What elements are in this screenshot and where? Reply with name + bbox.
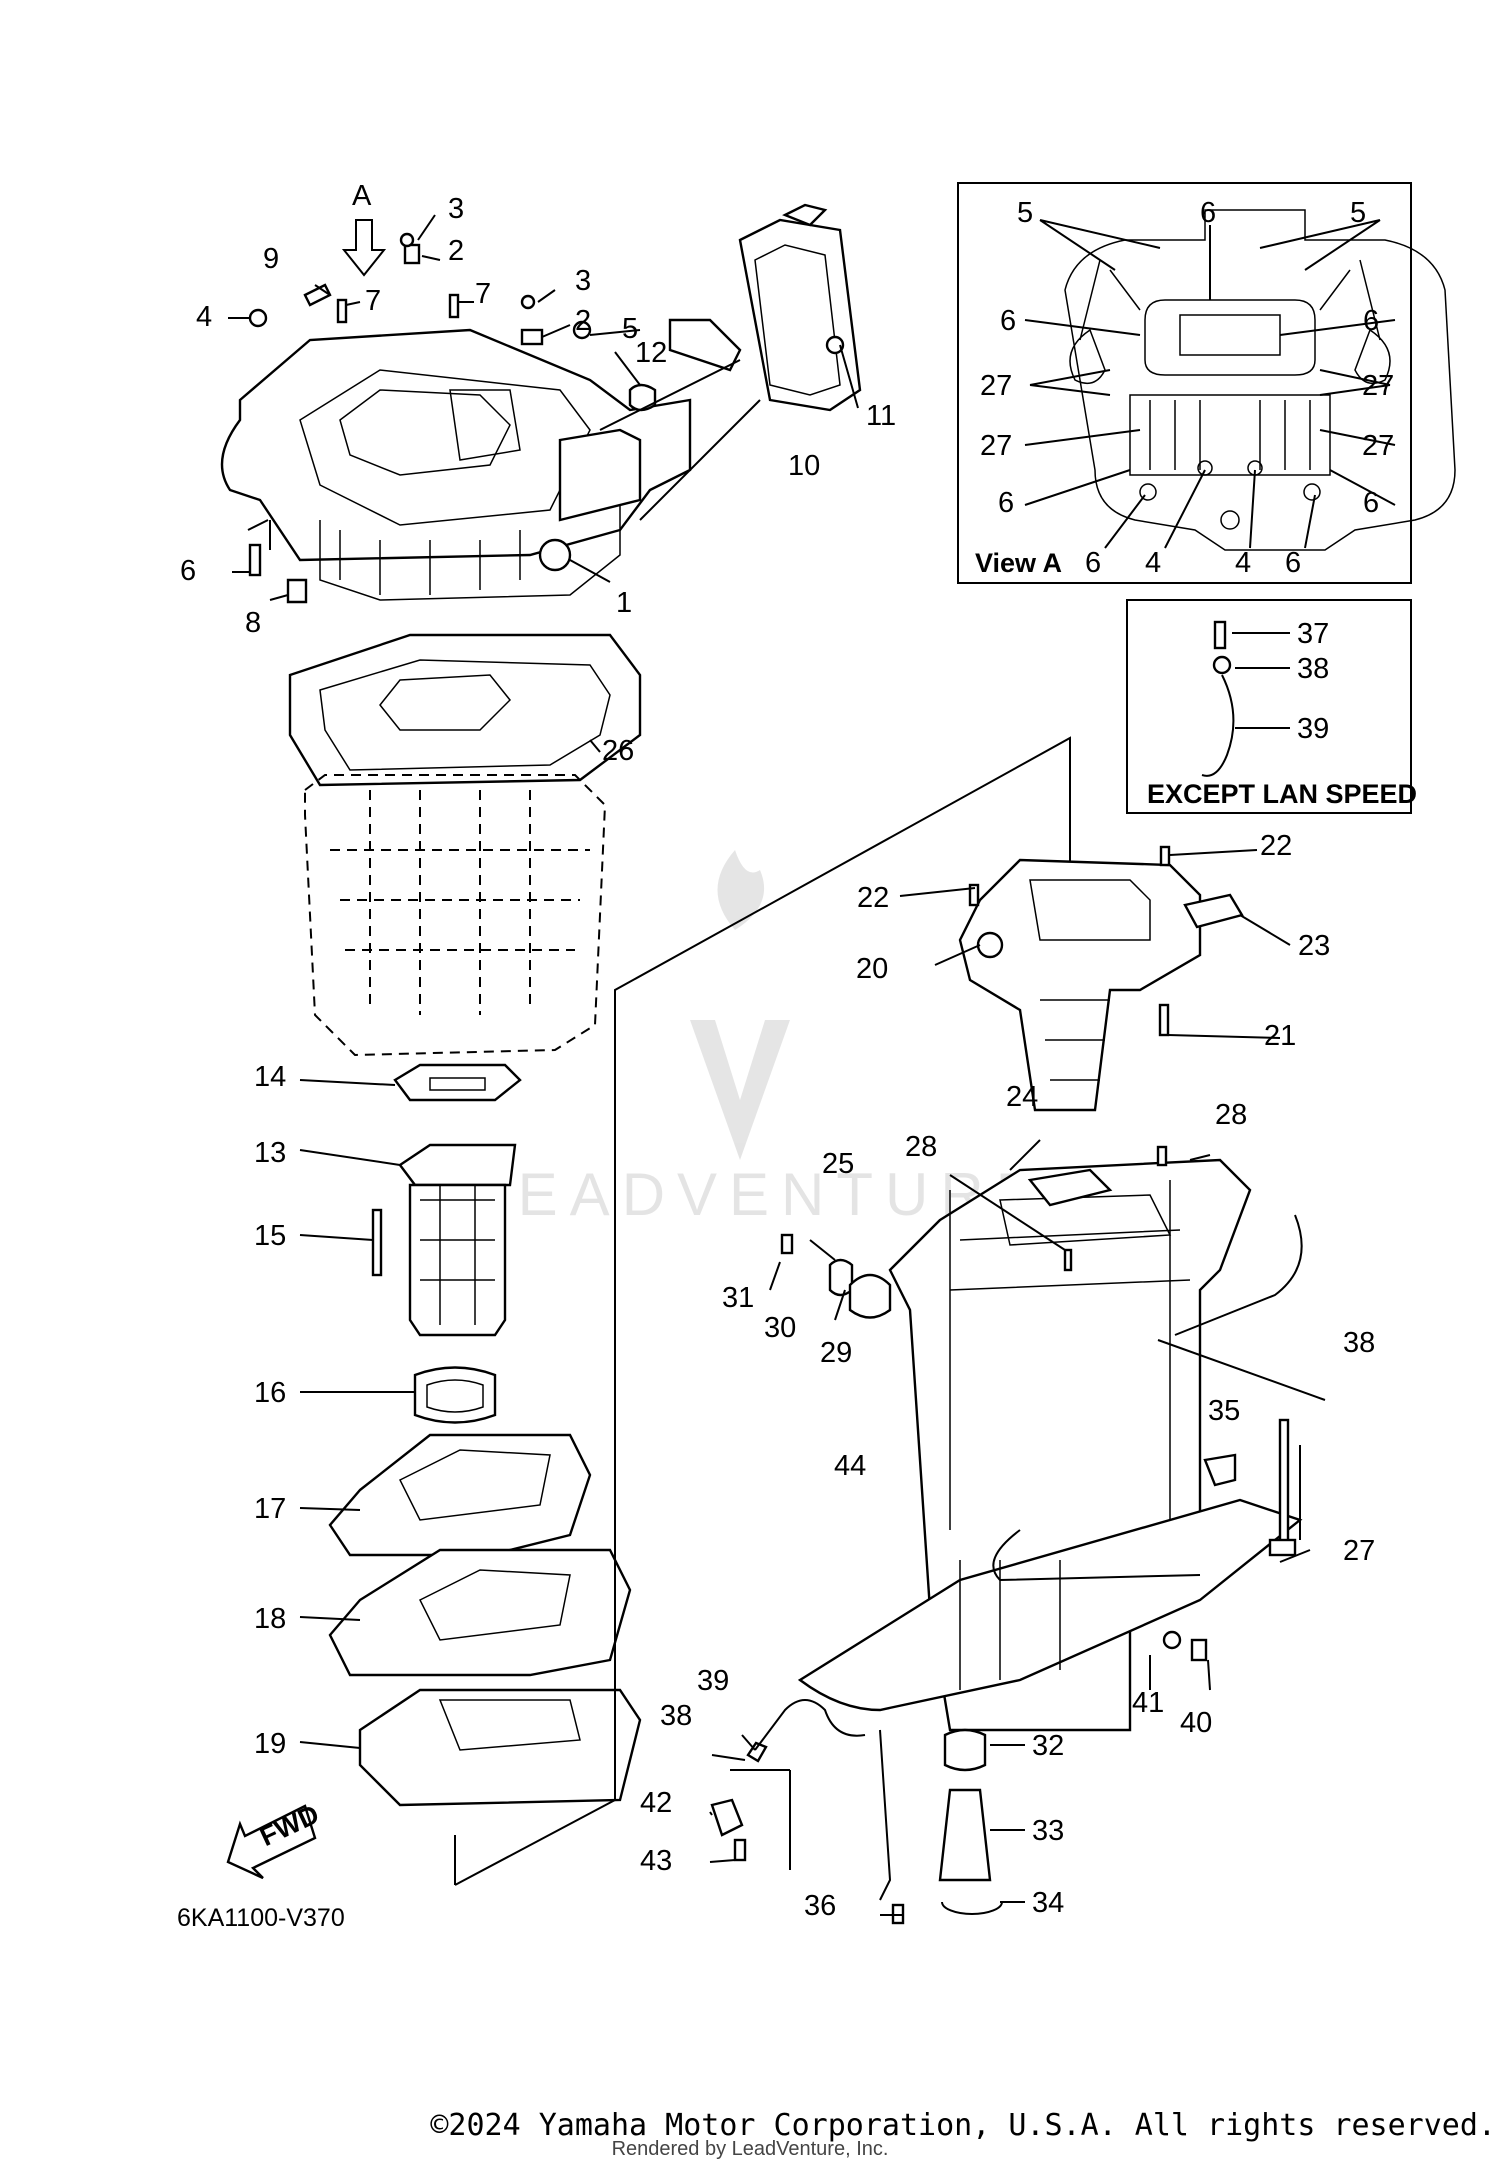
callout-39b: 39: [1297, 713, 1329, 745]
callout-39a: 39: [697, 1665, 729, 1697]
callout-18: 18: [254, 1603, 286, 1635]
callout-14: 14: [254, 1061, 286, 1093]
callout-20: 20: [856, 953, 888, 985]
callout-22a: 22: [857, 882, 889, 914]
callout-3a: 3: [448, 193, 464, 225]
rendered-by-note: Rendered by LeadVenture, Inc.: [611, 2138, 889, 2160]
callout-11: 11: [866, 400, 896, 432]
callout-36: 36: [804, 1890, 836, 1922]
callout-7b: 7: [475, 278, 491, 310]
callout-7a: 7: [365, 285, 381, 317]
gasket-and-oil-pan: 26: [288, 633, 642, 1057]
inset-caption: EXCEPT LAN SPEED: [1147, 779, 1417, 809]
callout-8: 8: [245, 607, 261, 639]
callout-10: 10: [788, 450, 820, 482]
exhaust-stack: 14 13 15 16 17 18 19: [254, 1061, 642, 1807]
callout-35: 35: [1208, 1395, 1240, 1427]
exhaust-guide-assembly: 22 22 20 23 21: [856, 830, 1330, 1112]
callout-33: 33: [1032, 1815, 1064, 1847]
callout-2a: 2: [448, 235, 464, 267]
callout-40: 40: [1180, 1707, 1212, 1739]
callout-v27l1: 27: [980, 370, 1012, 402]
watermark-logo: LEADVENTURE: [472, 850, 1047, 1228]
callout-26: 26: [602, 735, 634, 767]
callout-4: 4: [196, 301, 212, 333]
callout-34: 34: [1032, 1887, 1064, 1919]
upper-casing-assembly: 24 28 25 28 31 30 29 38 35 27 44: [722, 1081, 1375, 1732]
upper-case-assembly: A: [180, 180, 896, 639]
view-a-inset: 5 6 5 6 6 27 27 27 27 6 6 View A 6 4 4 6: [957, 182, 1456, 584]
callout-22b: 22: [1260, 830, 1292, 862]
callout-16: 16: [254, 1377, 286, 1409]
callout-v6b2: 6: [1285, 547, 1301, 579]
callout-25: 25: [822, 1148, 854, 1180]
fwd-arrow-icon: FWD: [226, 1799, 324, 1880]
callout-17: 17: [254, 1493, 286, 1525]
callout-37: 37: [1297, 618, 1329, 650]
callout-v27l2: 27: [980, 430, 1012, 462]
callout-v4a: 4: [1145, 547, 1161, 579]
watermark-text: LEADVENTURE: [472, 1161, 1047, 1228]
callout-6: 6: [180, 555, 196, 587]
callout-3b: 3: [575, 265, 591, 297]
callout-28b: 28: [905, 1131, 937, 1163]
callout-30: 30: [764, 1312, 796, 1344]
callout-v6top: 6: [1200, 197, 1216, 229]
callout-1: 1: [616, 587, 632, 619]
callout-41: 41: [1132, 1687, 1164, 1719]
callout-19: 19: [254, 1728, 286, 1760]
except-lan-speed-inset: 37 38 39 EXCEPT LAN SPEED: [1126, 599, 1417, 814]
callout-38a: 38: [1343, 1327, 1375, 1359]
callout-15: 15: [254, 1220, 286, 1252]
callout-32: 32: [1032, 1730, 1064, 1762]
callout-43: 43: [640, 1845, 672, 1877]
callout-v6r2: 6: [1363, 487, 1379, 519]
callout-38c: 38: [1297, 653, 1329, 685]
callout-5: 5: [622, 313, 638, 345]
callout-23: 23: [1298, 930, 1330, 962]
callout-v6r1: 6: [1363, 305, 1379, 337]
callout-27: 27: [1343, 1535, 1375, 1567]
callout-38b: 38: [660, 1700, 692, 1732]
callout-v6b1: 6: [1085, 547, 1101, 579]
view-a-arrow-label: A: [352, 180, 372, 212]
callout-v27r2: 27: [1362, 430, 1394, 462]
callout-v6l2: 6: [998, 487, 1014, 519]
callout-v5a: 5: [1017, 197, 1033, 229]
callout-13: 13: [254, 1137, 286, 1169]
callout-24: 24: [1006, 1081, 1038, 1113]
callout-9: 9: [263, 243, 279, 275]
copyright-footer: ©2024 Yamaha Motor Corporation, U.S.A. A…: [430, 2108, 1496, 2143]
callout-31: 31: [722, 1282, 754, 1314]
callout-v6l1: 6: [1000, 305, 1016, 337]
callout-28a: 28: [1215, 1099, 1247, 1131]
callout-2b: 2: [575, 305, 591, 337]
callout-v4b: 4: [1235, 547, 1251, 579]
frame-lines: [454, 736, 1071, 1886]
diagram-code: 6KA1100-V370: [177, 1904, 345, 1932]
callout-44: 44: [834, 1450, 866, 1482]
callout-12: 12: [635, 337, 667, 369]
callout-29: 29: [820, 1337, 852, 1369]
view-a-label: View A: [975, 548, 1062, 578]
callout-42: 42: [640, 1787, 672, 1819]
callout-v5b: 5: [1350, 197, 1366, 229]
lower-small-parts: 41 40 32 33 34 36 39 38 42 43: [640, 1529, 1212, 1925]
callout-v27r1: 27: [1362, 370, 1394, 402]
callout-21: 21: [1264, 1020, 1296, 1052]
